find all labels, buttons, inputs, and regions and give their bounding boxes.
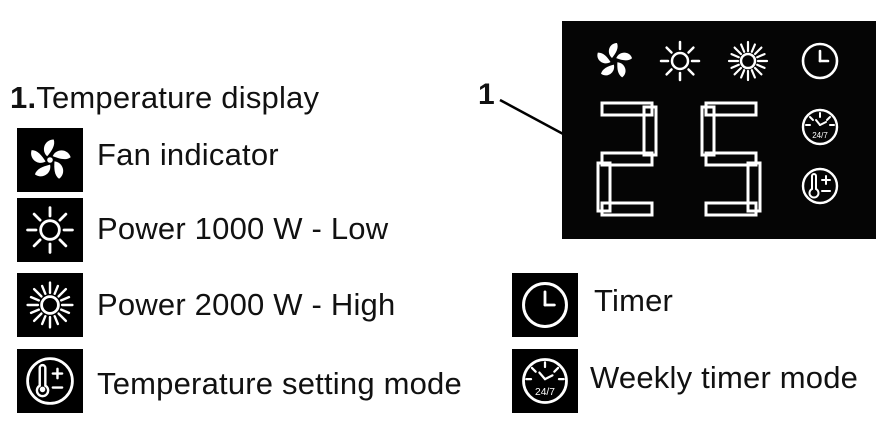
- fan-indicator-label: Fan indicator: [97, 137, 279, 172]
- temperature-digits: [596, 101, 762, 217]
- segment-d: [704, 201, 758, 217]
- panel-weekly-badge-text: 24/7: [812, 131, 828, 140]
- panel-sun-high-icon: [727, 40, 769, 82]
- segment-e: [596, 161, 612, 213]
- segment-f: [700, 105, 716, 157]
- display-graphics: 24/7: [596, 40, 839, 217]
- temp-setting-label: Temperature setting mode: [97, 366, 462, 401]
- heading-text: Temperature display: [36, 80, 320, 115]
- panel-fan-icon: [597, 43, 633, 78]
- segment-d: [600, 201, 654, 217]
- power-high-label: Power 2000 W - High: [97, 287, 396, 322]
- sun-low-icon: [17, 198, 83, 262]
- segment-c: [746, 161, 762, 213]
- weekly-timer-icon: 24/7: [512, 349, 578, 413]
- weekly-timer-label: Weekly timer mode: [590, 360, 859, 395]
- digit-2: [596, 101, 658, 217]
- callout-number: 1: [478, 78, 495, 111]
- clock-icon: [512, 273, 578, 337]
- panel-thermometer-icon: [801, 167, 839, 205]
- panel-sun-low-icon: [659, 40, 701, 82]
- heading-number: 1.: [10, 80, 37, 115]
- digit-5: [700, 101, 762, 217]
- thermometer-plus-minus-icon: [17, 349, 83, 413]
- segment-g: [704, 151, 758, 167]
- power-low-label: Power 1000 W - Low: [97, 211, 389, 246]
- fan-icon: [17, 128, 83, 192]
- timer-label: Timer: [594, 283, 674, 318]
- display-panel: 24/7: [562, 21, 876, 239]
- weekly-badge-text: 24/7: [535, 387, 555, 398]
- panel-weekly-timer-icon: 24/7: [801, 108, 839, 146]
- segment-a: [600, 101, 654, 117]
- sun-high-icon: [17, 273, 83, 337]
- segment-b: [642, 105, 658, 157]
- panel-clock-icon: [801, 42, 839, 80]
- segment-g: [600, 151, 654, 167]
- legend-heading: 1.Temperature display: [10, 82, 319, 113]
- segment-a: [704, 101, 758, 117]
